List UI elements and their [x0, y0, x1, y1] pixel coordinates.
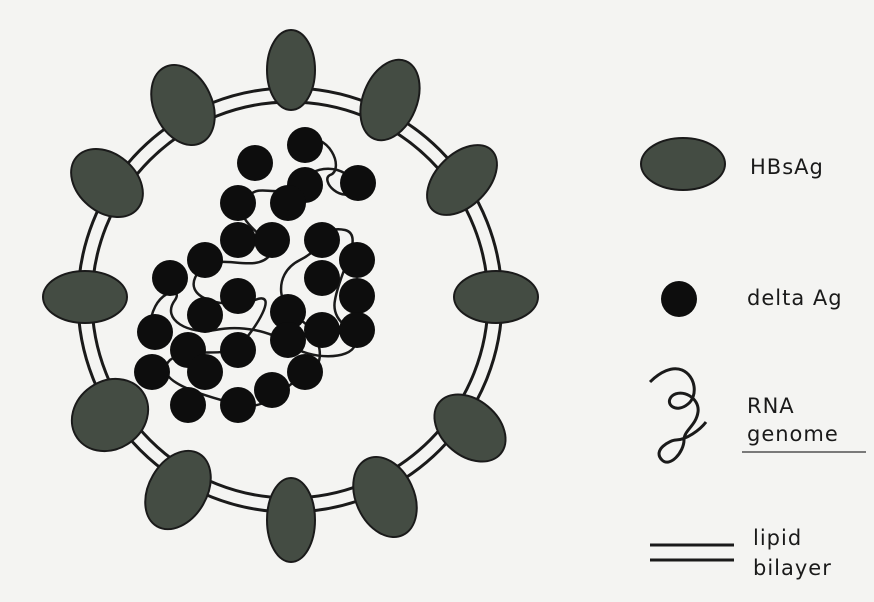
legend-symbols: [641, 138, 866, 560]
delta-antigen-particle: [237, 145, 273, 181]
delta-antigen-particle: [137, 314, 173, 350]
delta-antigen-particle: [287, 127, 323, 163]
delta-antigen-particle: [134, 354, 170, 390]
delta-antigen-particle: [254, 222, 290, 258]
delta-antigen-particle: [220, 387, 256, 423]
delta-antigen-particle: [187, 242, 223, 278]
delta-antigen-particle: [339, 278, 375, 314]
delta-antigen-particle: [287, 354, 323, 390]
hbsag-protein: [267, 478, 315, 562]
legend-rna-genome-icon: [650, 369, 706, 462]
legend-label-bilayer: bilayer: [753, 554, 832, 582]
delta-antigen-particle: [220, 278, 256, 314]
delta-antigen-particle: [220, 222, 256, 258]
delta-antigen-particle: [220, 185, 256, 221]
hbsag-protein: [43, 271, 127, 323]
legend-label-delta-ag: delta Ag: [747, 284, 843, 312]
delta-antigen-particle: [304, 312, 340, 348]
legend-hbsag-icon: [641, 138, 725, 190]
delta-antigen-particle: [270, 322, 306, 358]
delta-antigen-particle: [339, 242, 375, 278]
legend-label-lipid: lipid: [753, 524, 802, 552]
delta-antigen-particle: [304, 260, 340, 296]
delta-antigen-particle: [170, 387, 206, 423]
delta-antigen-particle: [340, 165, 376, 201]
delta-antigen-particle: [339, 312, 375, 348]
delta-antigen-particle: [187, 297, 223, 333]
delta-antigen-particle: [254, 372, 290, 408]
delta-antigen-particle: [270, 185, 306, 221]
legend-label-genome: genome: [747, 420, 839, 448]
legend-label-hbsag: HBsAg: [750, 153, 824, 181]
delta-antigen-particle: [220, 332, 256, 368]
hbsag-protein: [421, 381, 518, 475]
delta-antigen-particle: [187, 354, 223, 390]
legend-label-rna: RNA: [747, 392, 795, 420]
legend-lipid-bilayer-icon: [650, 545, 734, 560]
hbsag-protein: [414, 132, 510, 228]
delta-antigen-particle: [152, 260, 188, 296]
hbsag-protein: [454, 271, 538, 323]
hbsag-protein: [349, 51, 431, 149]
hbsag-protein: [267, 30, 315, 110]
legend-delta-ag-icon: [661, 281, 697, 317]
hbsag-protein: [341, 447, 429, 548]
delta-antigen-particle: [304, 222, 340, 258]
